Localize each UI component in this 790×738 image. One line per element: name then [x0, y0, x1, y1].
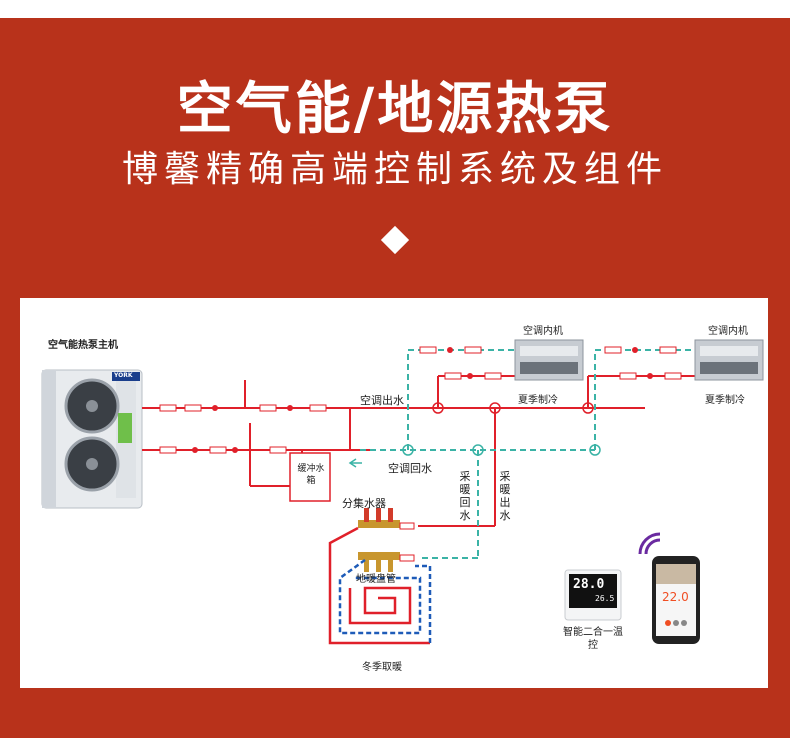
heat-pump-unit: [41, 369, 143, 509]
thermostat-reading-small: 26.5: [595, 594, 615, 603]
floor-coil-label: 地暖盘管: [356, 574, 396, 585]
return-pipe: [360, 349, 695, 559]
heating-return-label: 采暖回水: [459, 470, 471, 522]
system-diagram: [41, 339, 764, 645]
flow-arrows: [432, 402, 594, 414]
ac-return-label: 空调回水: [388, 462, 432, 475]
heating-supply-label: 采暖出水: [499, 470, 511, 522]
pipe-fittings: [159, 346, 682, 454]
page-title: 空气能/地源热泵: [176, 77, 614, 142]
phone-temperature: 22.0: [662, 590, 689, 604]
summer-cooling-label-2: 夏季制冷: [705, 395, 745, 406]
ac-supply-label: 空调出水: [360, 394, 404, 407]
thermostat-reading-main: 28.0: [573, 577, 605, 592]
thermostat-device: [564, 569, 622, 621]
buffer-tank-label: 缓冲水箱: [297, 464, 325, 486]
indoor-unit-label-2: 空调内机: [708, 326, 748, 337]
diagram-panel: 空气能热泵主机 YORK 空调内机 空调内机 空调出水 空调回水 夏季制冷 夏季…: [20, 298, 768, 688]
phone-device: [638, 532, 700, 644]
indoor-unit-label-1: 空调内机: [523, 326, 563, 337]
brand-logo: YORK: [114, 372, 133, 379]
manifold-label: 分集水器: [342, 497, 386, 510]
page-subtitle: 博馨精确高端控制系统及组件: [121, 149, 668, 190]
indoor-unit-1: [514, 339, 584, 381]
winter-heating-label: 冬季取暖: [362, 662, 402, 673]
buffer-tank: [289, 452, 331, 502]
heat-pump-label: 空气能热泵主机: [48, 340, 118, 351]
indoor-unit-2: [694, 339, 764, 381]
supply-pipe-main: [142, 380, 645, 487]
floor-coil: [328, 526, 432, 645]
thermostat-label: 智能二合一温控: [563, 627, 623, 651]
summer-cooling-label-1: 夏季制冷: [518, 395, 558, 406]
manifold: [358, 508, 415, 572]
